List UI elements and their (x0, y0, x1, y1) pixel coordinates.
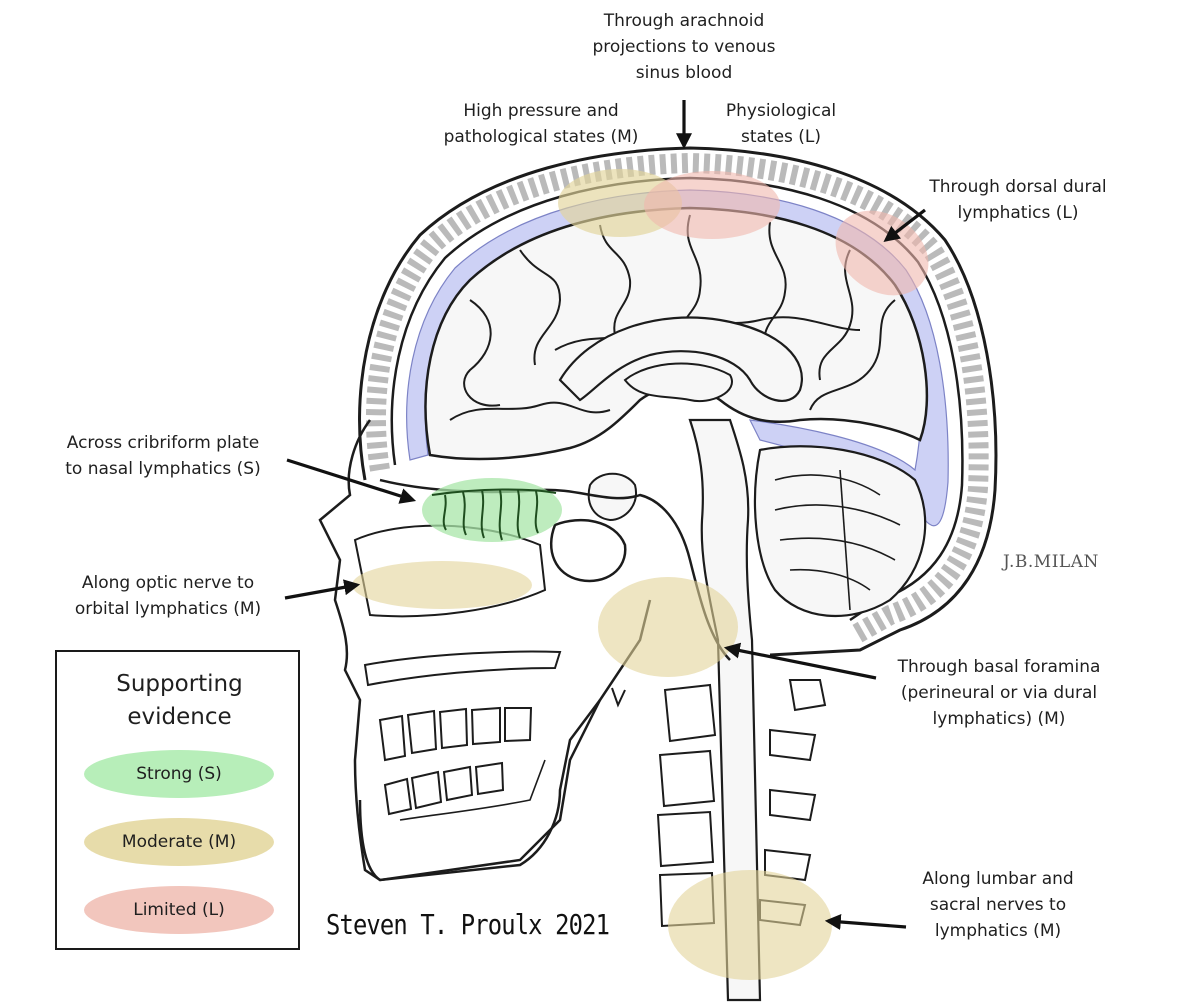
legend: Supporting evidence Strong (S) Moderate … (55, 650, 300, 950)
skull-inner-outline (390, 176, 964, 622)
label-arachnoid: Through arachnoid projections to venous … (592, 11, 776, 83)
lower-teeth (383, 761, 505, 816)
nasal-mark (611, 687, 626, 708)
legend-item-strong: Strong (S) (84, 750, 274, 798)
olfactory-nerve-fibers (431, 488, 557, 541)
skull-outer-outline (358, 146, 998, 657)
arrow-optic (284, 579, 361, 600)
mandible (358, 699, 601, 882)
arrow-cribriform (286, 458, 417, 504)
upper-teeth (378, 706, 533, 762)
hard-palate (363, 650, 562, 687)
label-cribriform: Across cribriform plate to nasal lymphat… (65, 433, 261, 479)
sphenoid-sinus (549, 518, 627, 583)
author-credit: Steven T. Proulx 2021 (326, 908, 610, 941)
mandible-inner (399, 759, 546, 821)
basal-foramina-region-moderate (598, 577, 738, 677)
dorsal-dural-region-limited (835, 210, 929, 296)
brainstem-spinal-cord (688, 418, 762, 1002)
arrow-basal (723, 642, 877, 680)
label-lumbar: Along lumbar and sacral nerves to lympha… (922, 869, 1074, 941)
cerebellum-folia (774, 469, 901, 611)
label-dorsal-dural: Through dorsal dural lymphatics (L) (929, 177, 1107, 223)
cribriform-region-strong (422, 478, 562, 542)
cerebellum (753, 445, 927, 618)
face-outline (318, 419, 652, 882)
label-optic: Along optic nerve to orbital lymphatics … (74, 573, 262, 619)
physiological-region-limited (644, 171, 780, 239)
artist-signature: J.B.MILAN (1003, 552, 1099, 572)
legend-title: Supporting evidence (116, 671, 243, 730)
skull-bone-band (366, 152, 989, 644)
label-basal: Through basal foramina (perineural or vi… (897, 657, 1101, 729)
legend-item-limited: Limited (L) (84, 886, 274, 934)
label-physiological: Physiological states (L) (725, 101, 837, 147)
corpus-callosum (558, 316, 803, 402)
arrow-dorsal-dural (883, 208, 926, 242)
arrow-lumbar (824, 914, 907, 930)
optic-nerve-region-moderate (352, 561, 532, 609)
lumbar-sacral-region-moderate (668, 870, 832, 980)
legend-item-moderate: Moderate (M) (84, 818, 274, 866)
label-high-pressure: High pressure and pathological states (M… (443, 101, 639, 147)
thalamus (623, 362, 733, 403)
